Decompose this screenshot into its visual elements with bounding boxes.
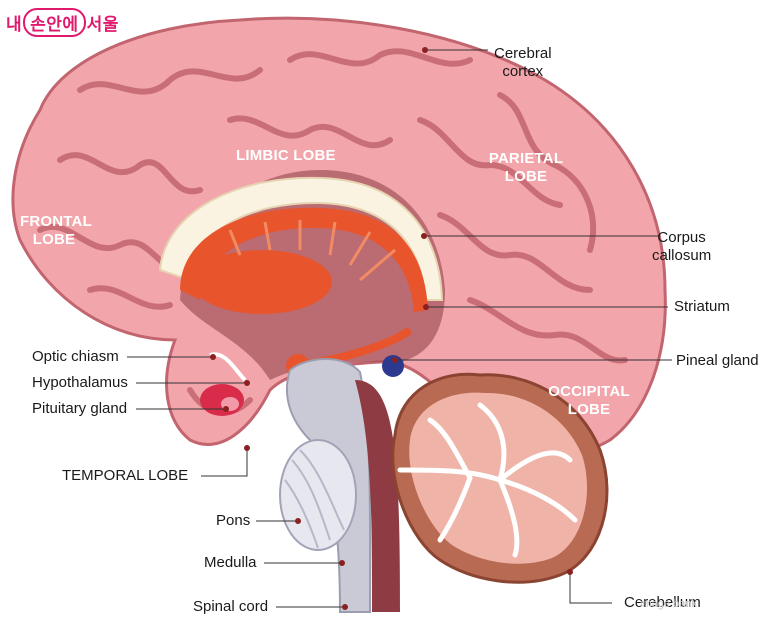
- brainstem-dark-strip: [355, 380, 400, 612]
- pineal-gland-label: Pineal gland: [676, 352, 759, 369]
- corpus-callosum: [158, 176, 444, 301]
- logo-text-pre: 내: [6, 15, 23, 34]
- spinal-cord-label: Spinal cord: [193, 598, 269, 615]
- parietal-lobe-line1: PARIETAL: [488, 150, 564, 167]
- medulla-label: Medulla: [204, 554, 257, 571]
- pons-shape: [279, 439, 357, 551]
- pituitary-gland-shape: [200, 384, 244, 416]
- parietal-lobe-line2: LOBE: [504, 168, 548, 185]
- cerebral-cortex-line2: cortex: [502, 63, 544, 80]
- corpus-callosum-line2: callosum: [652, 247, 712, 264]
- brainstem: [285, 358, 372, 613]
- logo-text-post: 서울: [86, 15, 119, 34]
- arbor-vitae: [397, 402, 578, 558]
- pituitary-gland-label: Pituitary gland: [32, 400, 128, 417]
- parietal-lobe-label: PARIETAL LOBE: [488, 150, 564, 186]
- cerebral-cortex-line1: Cerebral: [494, 45, 552, 62]
- leader-lines: [127, 49, 672, 608]
- frontal-lobe-line2: LOBE: [32, 231, 76, 248]
- thalamus: [192, 250, 332, 314]
- occipital-lobe-label: OCCIPITAL LOBE: [545, 383, 633, 419]
- frontal-lobe-label: FRONTAL LOBE: [20, 213, 92, 249]
- gyri-folds: [37, 48, 628, 416]
- corpus-callosum-line1: Corpus: [657, 229, 706, 246]
- pons-fibers: [284, 449, 345, 549]
- hypothalamus-label: Hypothalamus: [32, 374, 128, 391]
- cerebellum-label: Cerebellum: [624, 594, 701, 611]
- corpus-callosum-label: Corpus callosum: [652, 229, 711, 265]
- frontal-lobe-line1: FRONTAL: [20, 213, 92, 230]
- occipital-lobe-line2: LOBE: [567, 401, 611, 418]
- striatum-bridges: [228, 220, 396, 282]
- watermark: image bank: [640, 598, 697, 610]
- optic-chiasm-label: Optic chiasm: [32, 348, 119, 365]
- striatum-label: Striatum: [674, 298, 730, 315]
- leader-dots: [210, 47, 573, 610]
- cerebral-cortex-label: Cerebral cortex: [494, 45, 552, 81]
- limbic-lobe-label: LIMBIC LOBE: [236, 147, 336, 164]
- pons-label: Pons: [216, 512, 251, 529]
- temporal-lobe-label: TEMPORAL LOBE: [62, 467, 189, 484]
- striatum: [180, 207, 428, 312]
- logo-text-boxed: 손안에: [23, 8, 86, 37]
- occipital-lobe-line1: OCCIPITAL: [548, 383, 630, 400]
